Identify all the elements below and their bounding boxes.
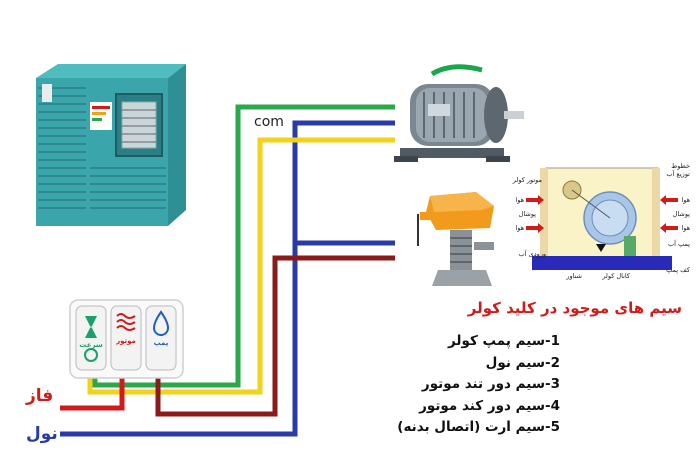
- legend-title: سیم های موجود در کلید کولر: [467, 299, 682, 317]
- schematic-label-cooler-motor: موتور کولر: [512, 176, 542, 184]
- wire-legend: 1-سیم پمپ کولر 2-سیم نول 3-سیم دور تند م…: [380, 331, 560, 439]
- schematic-label-pad-right: پوشال: [673, 210, 691, 218]
- neutral-label: نول: [26, 424, 58, 444]
- legend-item: 3-سیم دور تند موتور: [421, 376, 560, 392]
- schematic-label-pump-base: کف پمپ: [666, 266, 691, 274]
- legend-item: 1-سیم پمپ کولر: [448, 333, 560, 349]
- legend-item: 4-سیم دور کند موتور: [419, 397, 560, 414]
- legend-item: 2-سیم نول: [485, 354, 560, 371]
- yellow-wire: [87, 137, 395, 395]
- schematic-label-pad-left: پوشال: [519, 210, 537, 218]
- blue-wire: [60, 120, 395, 437]
- phase-label: فاز: [26, 386, 54, 406]
- schematic-label-air-right-2: هوا: [681, 224, 690, 232]
- schematic-label-float: شناور: [565, 272, 582, 280]
- cooler-switch-panel: سرعت موتور پمپ: [69, 299, 184, 379]
- schematic-label-cooler-channel: کانال کولر: [601, 272, 631, 280]
- switch-label-motor: موتور: [115, 337, 136, 345]
- com-label: com: [254, 114, 284, 130]
- cooler-cross-section-diagram: خطوط توزیع آب موتور کولر هوا پوشال هوا ه…: [512, 162, 691, 280]
- switch-label-speed: سرعت: [79, 341, 103, 349]
- switch-button-motor[interactable]: موتور: [110, 305, 142, 371]
- green-wire: [92, 104, 395, 388]
- switch-button-speed[interactable]: سرعت: [75, 305, 107, 371]
- switch-button-pump[interactable]: پمپ: [145, 305, 177, 371]
- red-wire: [60, 372, 125, 411]
- schematic-label-water-distribution: توزیع آب: [666, 169, 690, 178]
- switch-label-pump: پمپ: [154, 339, 169, 347]
- schematic-label-water-lines: خطوط: [671, 162, 690, 170]
- legend-item: 5-سیم ارت (اتصال بدنه): [397, 419, 560, 435]
- water-pump-image: [417, 192, 494, 286]
- cooler-motor-image: [394, 64, 524, 162]
- schematic-label-air-left-2: هوا: [515, 224, 524, 232]
- schematic-label-air-left-1: هوا: [515, 196, 524, 204]
- evaporative-cooler-image: [36, 64, 186, 226]
- schematic-label-water-inlet: ورودی آب: [519, 249, 546, 258]
- dark-red-wire: [155, 255, 395, 417]
- schematic-label-water-pump: پمپ آب: [668, 239, 690, 248]
- schematic-label-air-right-1: هوا: [681, 196, 690, 204]
